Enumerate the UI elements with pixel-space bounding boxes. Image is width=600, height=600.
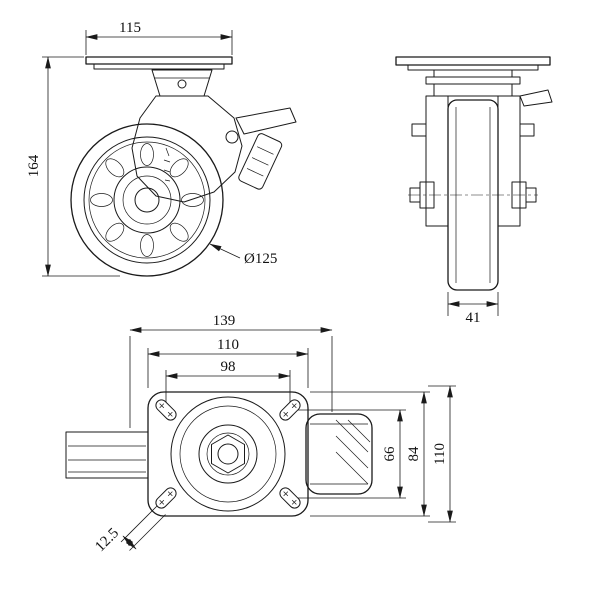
dim-label-plate-length: 115 [119,20,141,36]
side-brake [235,107,297,190]
dim-plate-length: 115 [85,20,233,55]
dim-label-bolt-spacing-y: 66 [382,446,398,462]
top-brake-pedal [65,431,149,479]
top-swivel-rings [170,396,286,512]
dim-label-overall-length: 139 [213,313,236,329]
wheel-spokes [90,143,204,257]
dim-plate-length-top: 110 [147,337,309,388]
dim-label-slot-width: 12.5 [92,525,122,555]
dim-overall-length: 139 [129,313,333,428]
side-view: 115 164 Ø125 [26,20,297,277]
front-swivel [425,69,521,97]
left-swivel-nub [411,123,427,137]
front-fork [411,89,553,227]
dim-label-plate-width: 84 [406,446,422,462]
front-axle [408,181,538,209]
brand-mark [163,147,171,182]
brake-edge [519,89,553,107]
side-swivel-head [151,69,213,97]
top-wheel [305,413,373,495]
brake-pedal [238,133,283,190]
dim-bolt-spacing-y: 66 [298,409,406,499]
wheel-hatching [335,419,371,485]
dim-label-wheel-width: 41 [466,310,481,326]
front-view: 41 [395,56,553,326]
kingpin-hex-nut [211,434,245,474]
dim-label-plate-length-top: 110 [217,337,239,353]
dim-label-overall-height: 164 [26,154,42,177]
brake-lever [235,107,297,135]
side-mounting-plate [85,56,233,70]
dim-overall-height: 164 [26,56,120,277]
side-fork [131,95,243,203]
top-view: 139 110 98 66 84 [65,313,456,555]
fork-hole [225,130,239,144]
dim-label-overall-width: 110 [432,443,448,465]
swivel-bolt-hole [177,79,187,89]
bolt-slots [153,397,303,511]
dim-wheel-diameter: Ø125 [209,243,277,267]
dim-wheel-width: 41 [447,292,499,326]
dim-plate-width: 84 [310,391,430,517]
right-swivel-nub [519,123,535,137]
dim-overall-width: 110 [428,385,456,523]
dim-label-bolt-spacing-x: 98 [221,359,236,375]
dim-bolt-spacing-x: 98 [165,359,291,402]
dim-label-wheel-diameter: Ø125 [244,251,277,267]
front-mounting-plate [395,56,551,71]
side-wheel [70,123,224,277]
top-mounting-plate [147,391,309,517]
